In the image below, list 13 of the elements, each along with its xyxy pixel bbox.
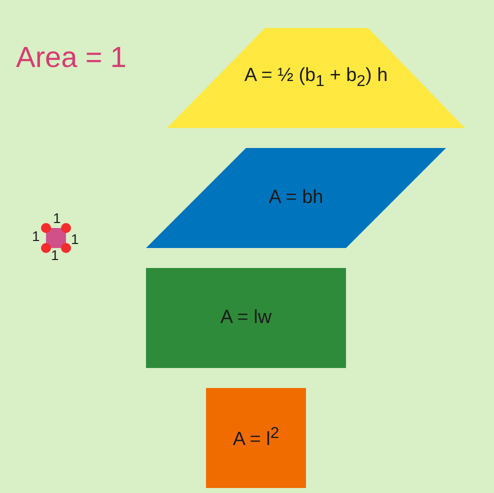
area-formula: A = lw: [220, 307, 272, 329]
side-length-label: 1: [53, 210, 61, 226]
square-shape: [206, 388, 306, 488]
side-length-label: 1: [32, 228, 40, 244]
rectangle-shape: [146, 268, 346, 368]
area-formula: A = ½ (b$_{1}$ + b$_{2}$) h: [244, 65, 388, 91]
area-heading: Area = 1: [16, 42, 126, 75]
trapezoid-shape: [167, 28, 465, 128]
side-length-label: 1: [71, 231, 79, 247]
area-formula: A = l$^{2}$: [232, 424, 280, 452]
side-length-label: 1: [51, 247, 59, 263]
area-formula: A = bh: [268, 187, 324, 209]
parallelogram-shape: [146, 148, 446, 248]
